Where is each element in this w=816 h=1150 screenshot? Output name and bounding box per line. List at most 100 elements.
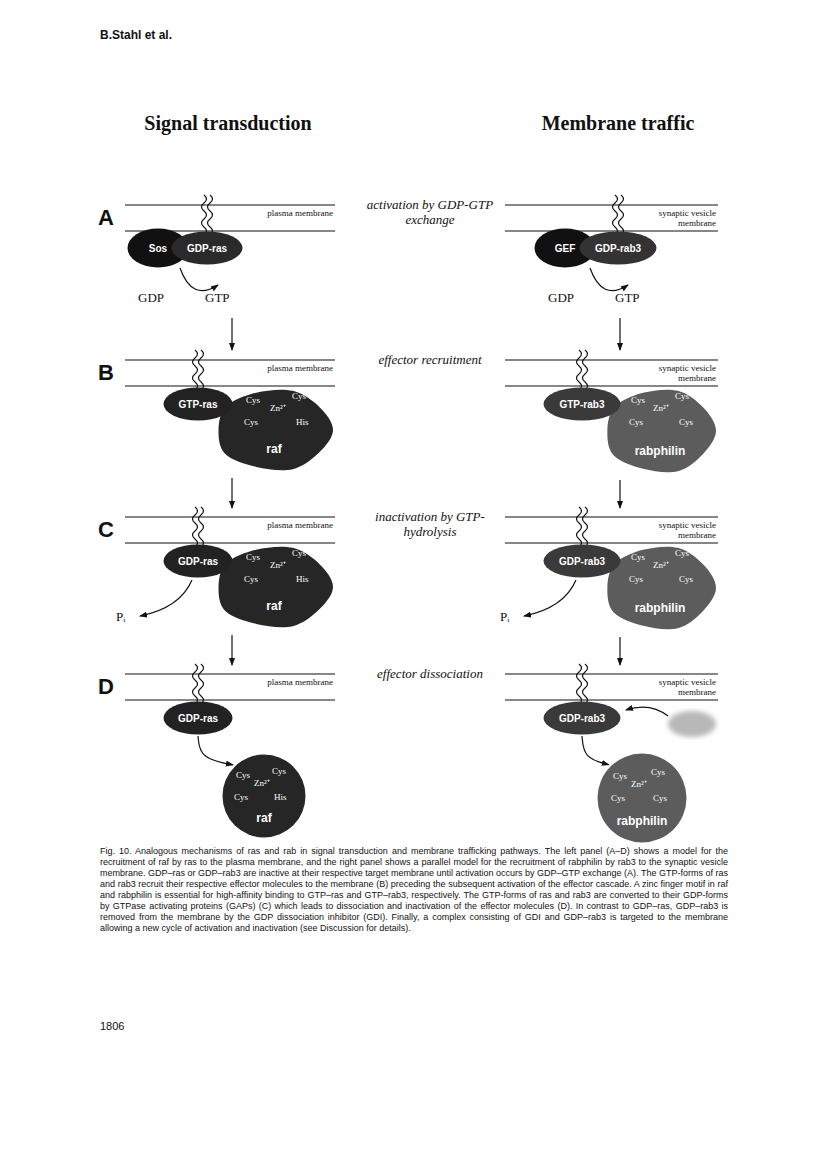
circle-fill (598, 754, 687, 843)
illustration-stroke (619, 480, 620, 508)
illustration-stroke (505, 230, 718, 231)
illustration-stroke (193, 507, 204, 547)
membrane-label: synaptic vesicle membrane (638, 520, 716, 540)
motif-residue: Zn²⁺ (254, 778, 270, 788)
oval-fill (544, 702, 621, 735)
motif-residue: Cys (272, 766, 286, 776)
illustration-stroke (125, 542, 335, 543)
motif-residue: Cys (629, 417, 643, 427)
motif-residue: Zn²⁺ (270, 560, 286, 570)
illustration-stroke (125, 516, 335, 517)
illustration-stroke (577, 664, 588, 704)
gtpase-oval: GTP-ras (163, 387, 233, 421)
oval-fill (164, 702, 233, 735)
motif-residue: Cys (631, 395, 645, 405)
protein-name: GTP-ras (179, 399, 218, 410)
gdi-blob (668, 711, 716, 737)
membrane-label: plasma membrane (255, 677, 333, 687)
protein-name: GDP-rab3 (595, 243, 641, 254)
illustration-stroke (125, 359, 335, 360)
gtpase-oval: GDP-rab3 (579, 231, 657, 265)
protein-name: GDP-rab3 (559, 713, 605, 724)
protein-name: rabphilin (635, 602, 686, 615)
nucleotide-label: GTP (615, 290, 649, 305)
panel-letter: A (98, 205, 124, 231)
protein-name: rabphilin (635, 445, 686, 458)
blob-fill (219, 547, 333, 628)
motif-residue: Cys (246, 395, 260, 405)
membrane-label: synaptic vesicle membrane (638, 208, 716, 228)
lipid-anchor (193, 195, 624, 704)
motif-residue: Cys (292, 548, 306, 558)
protein-name: Sos (149, 243, 167, 254)
oval-fill (164, 388, 233, 421)
motif-residue: Cys (292, 391, 306, 401)
motif-residue: Cys (679, 574, 693, 584)
membrane-label: plasma membrane (255, 363, 333, 373)
nucleotide-label: GTP (205, 290, 239, 305)
illustration-stroke (140, 580, 192, 616)
nucleotide-label: GDP (138, 290, 172, 305)
gtpase-oval: GDP-ras (163, 544, 233, 578)
protein-name: GEF (555, 243, 576, 254)
motif-residue: Zn²⁺ (631, 779, 647, 789)
step-label: activation by GDP-GTP exchange (360, 197, 500, 227)
blob-fill (607, 547, 716, 630)
oval-fill (172, 232, 243, 265)
illustration-stroke (202, 195, 213, 235)
step-label: effector recruitment (360, 352, 500, 367)
gtpase-oval: GDP-rab3 (543, 701, 621, 735)
motif-residue: Cys (675, 391, 689, 401)
motif-residue: Zn²⁺ (653, 403, 669, 413)
illustration-stroke (613, 195, 624, 235)
membrane-lines (125, 205, 718, 700)
membrane-label: synaptic vesicle membrane (638, 363, 716, 383)
protein-name: GDP-ras (178, 556, 218, 567)
phosphate-label: Pᵢ (116, 609, 136, 624)
motif-residue: Cys (611, 793, 625, 803)
panel-letter: B (98, 360, 124, 386)
gtpase-oval: GDP-ras (163, 701, 233, 735)
illustration-stroke (619, 637, 620, 665)
illustration-stroke (505, 542, 718, 543)
column-title: Membrane traffic (488, 112, 748, 135)
motif-residue: Cys (653, 793, 667, 803)
motif-residue: Cys (236, 770, 250, 780)
panel-letter: C (98, 517, 124, 543)
illustration-stroke (231, 635, 232, 665)
blob-fill (607, 390, 716, 473)
illustration-stroke (524, 580, 576, 616)
protein-name: rabphilin (617, 815, 668, 828)
illustration-stroke (505, 204, 718, 205)
effector-circle: CysCysZn²⁺CysCysrabphilin (597, 753, 687, 843)
motif-residue: Cys (679, 417, 693, 427)
illustration-stroke (231, 318, 232, 350)
protein-name: GDP-rab3 (559, 556, 605, 567)
motif-residue: Cys (246, 552, 260, 562)
illustration-stroke (577, 507, 588, 547)
motif-residue: Zn²⁺ (270, 403, 286, 413)
motif-residue: Cys (629, 574, 643, 584)
illustration-stroke (505, 699, 718, 700)
motif-residue: Cys (613, 771, 627, 781)
gtpase-oval: GDP-ras (171, 231, 243, 265)
illustration-stroke (125, 699, 335, 700)
page-number: 1806 (100, 1020, 160, 1032)
membrane-label: synaptic vesicle membrane (638, 677, 716, 697)
arrow-connector (582, 736, 609, 765)
illustration-stroke (505, 359, 718, 360)
motif-residue: Cys (675, 548, 689, 558)
blob-fill (219, 390, 333, 471)
membrane-label: plasma membrane (255, 520, 333, 530)
panel-letter: D (98, 674, 124, 700)
illustration-stroke (505, 385, 718, 386)
protein-name: raf (266, 600, 281, 613)
node-shape (597, 753, 687, 843)
step-label: effector dissociation (360, 666, 500, 681)
motif-residue: Cys (651, 767, 665, 777)
protein-name: GDP-ras (187, 243, 227, 254)
oval-fill (544, 545, 621, 578)
gtpase-oval: GDP-rab3 (543, 544, 621, 578)
motif-residue: Cys (244, 574, 258, 584)
